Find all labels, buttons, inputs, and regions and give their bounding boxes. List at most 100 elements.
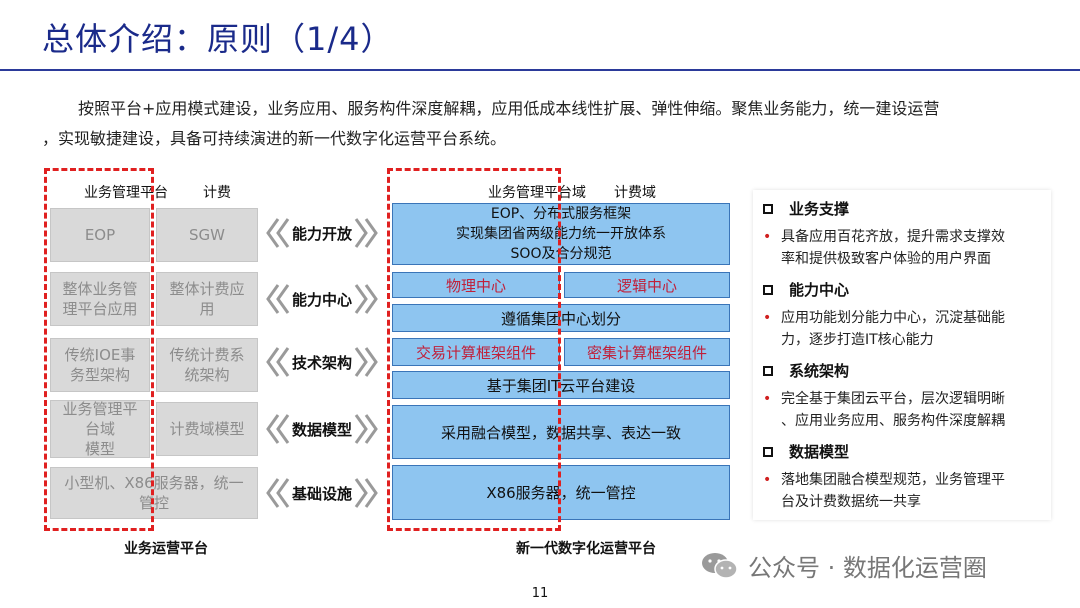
- logical-center-box: 逻辑中心: [564, 272, 730, 298]
- bullet-line: 台及计费数据统一共享: [781, 494, 921, 510]
- checkbox-square-icon: [763, 203, 773, 214]
- legacy-billing-app-box: 整体计费应 用: [156, 272, 258, 326]
- intro-line-1: 按照平台+应用模式建设，业务应用、服务构件深度解耦，应用低成本线性扩展、弹性伸缩…: [78, 99, 940, 118]
- bullet-text: 落地集团融合模型规范，业务管理平台及计费数据统一共享: [781, 469, 1005, 513]
- section-title: 系统架构: [789, 362, 850, 380]
- legacy-infra-line1: 小型机、X86服务器，统一: [64, 474, 244, 492]
- arrow-label-center: 能力中心: [291, 290, 352, 309]
- legacy-billing-arch-box: 传统计费系 统架构: [156, 338, 258, 392]
- double-chevron-left-icon: [266, 478, 290, 508]
- arrow-tech-arch: 技术架构: [264, 339, 380, 385]
- open-line-2: 实现集团省两级能力统一开放体系: [456, 226, 666, 242]
- bullet-item: • 完全基于集团云平台，层次逻辑明晰、应用业务应用、服务构件深度解耦: [763, 388, 1047, 432]
- arrow-label-infra: 基础设施: [291, 484, 352, 503]
- bullet-item: • 具备应用百花齐放，提升需求支撑效率和提供极致客户体验的用户界面: [763, 226, 1047, 270]
- double-chevron-right-icon: [354, 478, 378, 508]
- right-dashed-highlight: [387, 168, 561, 531]
- title-divider: [0, 69, 1080, 71]
- page-number: 11: [531, 586, 549, 601]
- bullet-icon: •: [763, 310, 772, 326]
- legacy-business-app-box: 整体业务管 理平台应用: [50, 272, 150, 326]
- legacy-ioe-line1: 传统IOE事: [64, 346, 136, 364]
- bullet-icon: •: [763, 472, 772, 488]
- section-title: 能力中心: [789, 281, 850, 299]
- double-chevron-left-icon: [266, 414, 290, 444]
- section-data-model: 数据模型 • 落地集团融合模型规范，业务管理平台及计费数据统一共享: [763, 441, 1047, 513]
- left-dashed-highlight: [44, 168, 154, 531]
- principles-panel: 业务支撑 • 具备应用百花齐放，提升需求支撑效率和提供极致客户体验的用户界面 能…: [753, 190, 1051, 520]
- page-title: 总体介绍：原则（1/4）: [42, 20, 394, 58]
- new-platform-label: 新一代数字化运营平台: [516, 541, 656, 557]
- legacy-business-model-line1: 业务管理平: [62, 400, 138, 418]
- right-head-business: 业务管理平台域: [488, 185, 586, 201]
- legacy-business-app-line2: 理平台应用: [62, 300, 138, 318]
- section-business-support: 业务支撑 • 具备应用百花齐放，提升需求支撑效率和提供极致客户体验的用户界面: [763, 198, 1047, 270]
- legacy-sgw-text: SGW: [189, 226, 225, 244]
- watermark-text: 公众号 · 数据化运营圈: [748, 554, 987, 582]
- double-chevron-left-icon: [266, 218, 290, 248]
- legacy-billing-model-text: 计费域模型: [169, 420, 245, 438]
- legacy-billing-model-box: 计费域模型: [156, 402, 258, 456]
- legacy-eop-text: EOP: [84, 226, 116, 244]
- arrow-label-open: 能力开放: [291, 224, 352, 243]
- arrow-label-tech: 技术架构: [291, 353, 352, 372]
- intro-line-2: ，实现敏捷建设，具备可持续演进的新一代数字化运营平台系统。: [42, 129, 507, 148]
- double-chevron-right-icon: [354, 284, 378, 314]
- section-title: 数据模型: [789, 443, 850, 461]
- checkbox-square-icon: [763, 365, 773, 376]
- open-line-1: EOP、分布式服务框架: [490, 206, 632, 222]
- section-capability-center: 能力中心 • 应用功能划分能力中心，沉淀基础能力，逐步打造IT核心能力: [763, 279, 1047, 351]
- intensive-framework-box: 密集计算框架组件: [564, 338, 730, 366]
- physical-center-box: 物理中心: [392, 272, 560, 298]
- section-head: 系统架构: [763, 360, 1047, 381]
- double-chevron-right-icon: [354, 347, 378, 377]
- arrow-infra: 基础设施: [264, 470, 380, 516]
- legacy-business-model-line3: 模型: [84, 440, 115, 458]
- bullet-icon: •: [763, 391, 772, 407]
- arrow-capability-open: 能力开放: [264, 210, 380, 256]
- open-capability-box: EOP、分布式服务框架 实现集团省两级能力统一开放体系 SOO及合分规范: [392, 203, 730, 265]
- wechat-icon: [702, 552, 738, 579]
- legacy-billing-app-line2: 用: [199, 300, 215, 318]
- right-head-billing: 计费域: [614, 185, 656, 201]
- open-line-3: SOO及合分规范: [510, 246, 612, 262]
- checkbox-square-icon: [763, 284, 773, 295]
- transaction-framework-box: 交易计算框架组件: [392, 338, 560, 366]
- legacy-sgw-box: SGW: [156, 208, 258, 262]
- bullet-line: 完全基于集团云平台，层次逻辑明晰: [781, 391, 1005, 407]
- bullet-text: 具备应用百花齐放，提升需求支撑效率和提供极致客户体验的用户界面: [781, 226, 1005, 270]
- bullet-item: • 应用功能划分能力中心，沉淀基础能力，逐步打造IT核心能力: [763, 307, 1047, 351]
- checkbox-square-icon: [763, 446, 773, 457]
- bullet-line: 应用功能划分能力中心，沉淀基础能: [781, 310, 1005, 326]
- it-cloud-box: 基于集团IT云平台建设: [392, 371, 730, 399]
- center-division-box: 遵循集团中心划分: [392, 304, 730, 332]
- legacy-billing-app-line1: 整体计费应: [169, 280, 245, 298]
- legacy-billing-arch-line1: 传统计费系: [169, 346, 245, 364]
- infra-box: X86服务器，统一管控: [392, 465, 730, 520]
- double-chevron-left-icon: [266, 284, 290, 314]
- section-head: 业务支撑: [763, 198, 1047, 219]
- bullet-text: 应用功能划分能力中心，沉淀基础能力，逐步打造IT核心能力: [781, 307, 1005, 351]
- section-head: 数据模型: [763, 441, 1047, 462]
- left-head-business: 业务管理平台: [84, 185, 168, 201]
- section-system-arch: 系统架构 • 完全基于集团云平台，层次逻辑明晰、应用业务应用、服务构件深度解耦: [763, 360, 1047, 432]
- section-title: 业务支撑: [789, 200, 850, 218]
- bullet-line: 落地集团融合模型规范，业务管理平: [781, 472, 1005, 488]
- arrow-capability-center: 能力中心: [264, 276, 380, 322]
- double-chevron-right-icon: [354, 414, 378, 444]
- bullet-item: • 落地集团融合模型规范，业务管理平台及计费数据统一共享: [763, 469, 1047, 513]
- legacy-platform-label: 业务运营平台: [124, 541, 208, 557]
- bullet-line: 具备应用百花齐放，提升需求支撑效: [781, 229, 1005, 245]
- bullet-line: 率和提供极致客户体验的用户界面: [781, 251, 991, 267]
- legacy-ioe-line2: 务型架构: [69, 366, 130, 384]
- bullet-text: 完全基于集团云平台，层次逻辑明晰、应用业务应用、服务构件深度解耦: [781, 388, 1005, 432]
- bullet-icon: •: [763, 229, 772, 245]
- legacy-business-model-box: 业务管理平 台域 模型: [50, 400, 150, 458]
- arrow-data-model: 数据模型: [264, 406, 380, 452]
- double-chevron-right-icon: [354, 218, 378, 248]
- legacy-billing-arch-line2: 统架构: [184, 366, 230, 384]
- legacy-eop-box: EOP: [50, 208, 150, 262]
- arrow-label-data: 数据模型: [291, 420, 352, 439]
- legacy-ioe-box: 传统IOE事 务型架构: [50, 338, 150, 392]
- left-head-billing: 计费: [203, 185, 231, 201]
